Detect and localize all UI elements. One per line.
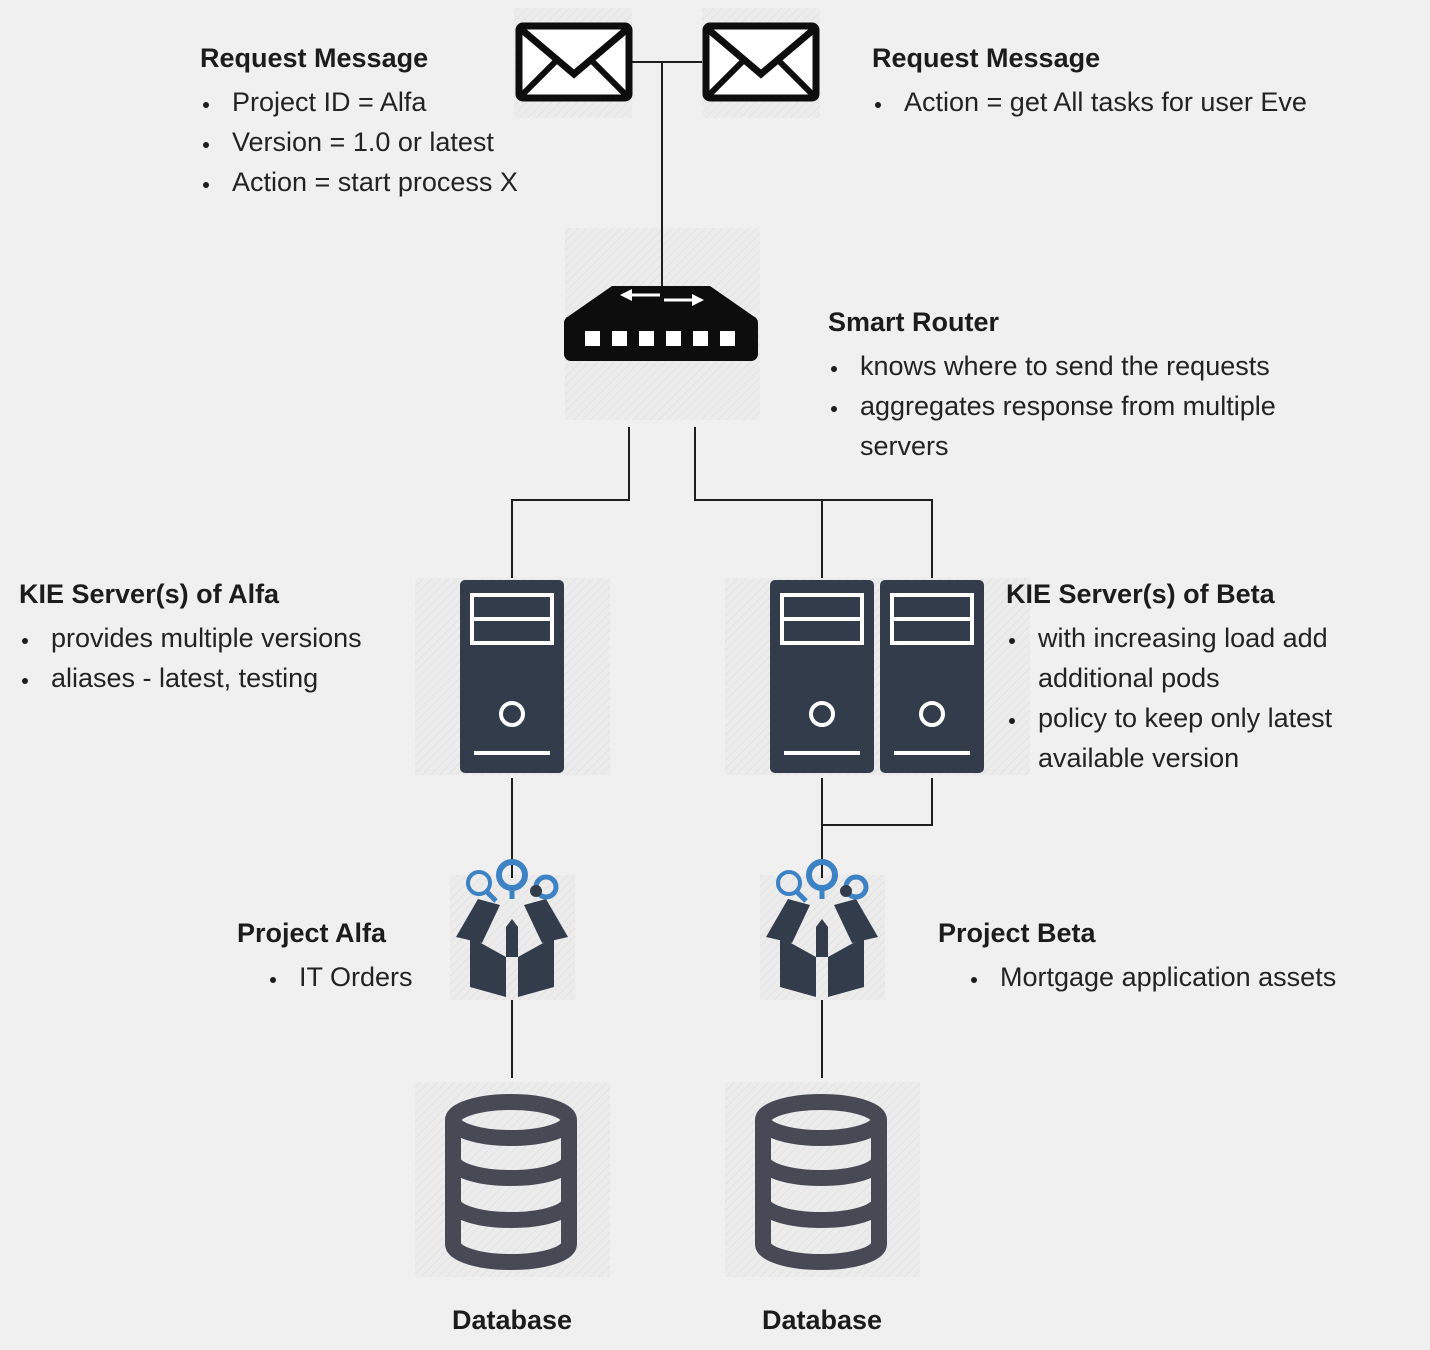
list-item: Version = 1.0 or latest xyxy=(200,122,518,162)
list-item: provides multiple versions xyxy=(19,618,362,658)
kie-alfa-block: KIE Server(s) of Alfa provides multiple … xyxy=(19,578,362,698)
list-item: Project ID = Alfa xyxy=(200,82,518,122)
list-item: policy to keep only latest available ver… xyxy=(1006,698,1416,778)
connectors xyxy=(511,61,933,1078)
router-icon xyxy=(564,286,758,361)
envelope-icon xyxy=(702,22,820,102)
server-icon xyxy=(458,578,566,775)
database-left-label: Database xyxy=(451,1305,573,1335)
project-alfa-list: IT Orders xyxy=(237,957,413,997)
request-message-left-title: Request Message xyxy=(200,43,429,73)
smart-router-block: Smart Router knows where to send the req… xyxy=(828,306,1368,466)
connector-router-beta xyxy=(694,427,933,578)
request-message-left: Request Message Project ID = Alfa Versio… xyxy=(200,42,518,202)
project-beta-block: Project Beta Mortgage application assets xyxy=(938,917,1336,997)
project-alfa-title: Project Alfa xyxy=(237,918,387,948)
list-item: with increasing load add additional pods xyxy=(1006,618,1416,698)
request-message-right-list: Action = get All tasks for user Eve xyxy=(872,82,1307,122)
server-icon xyxy=(768,578,876,775)
server-icon xyxy=(878,578,986,775)
request-message-right: Request Message Action = get All tasks f… xyxy=(872,42,1307,122)
smart-router-title: Smart Router xyxy=(828,307,1000,337)
envelope-icon xyxy=(515,22,633,102)
kie-beta-block: KIE Server(s) of Beta with increasing lo… xyxy=(1006,578,1416,778)
connector-router-alfa xyxy=(511,427,630,578)
list-item: Action = start process X xyxy=(200,162,518,202)
list-item: Action = get All tasks for user Eve xyxy=(872,82,1307,122)
project-alfa-block: Project Alfa IT Orders xyxy=(237,917,413,997)
smart-router-list: knows where to send the requests aggrega… xyxy=(828,346,1368,466)
list-item: aliases - latest, testing xyxy=(19,658,362,698)
connector-beta-servers xyxy=(821,778,933,826)
request-message-left-list: Project ID = Alfa Version = 1.0 or lates… xyxy=(200,82,518,202)
list-item: knows where to send the requests xyxy=(828,346,1368,386)
list-item: IT Orders xyxy=(267,957,413,997)
kie-alfa-list: provides multiple versions aliases - lat… xyxy=(19,618,362,698)
list-item: Mortgage application assets xyxy=(968,957,1336,997)
request-message-right-title: Request Message xyxy=(872,43,1101,73)
kie-beta-list: with increasing load add additional pods… xyxy=(1006,618,1416,778)
kie-beta-title: KIE Server(s) of Beta xyxy=(1006,579,1275,609)
list-item: aggregates response from multiple server… xyxy=(828,386,1368,466)
project-beta-list: Mortgage application assets xyxy=(938,957,1336,997)
project-beta-title: Project Beta xyxy=(938,918,1096,948)
database-right-label: Database xyxy=(761,1305,883,1335)
kie-alfa-title: KIE Server(s) of Alfa xyxy=(19,579,280,609)
